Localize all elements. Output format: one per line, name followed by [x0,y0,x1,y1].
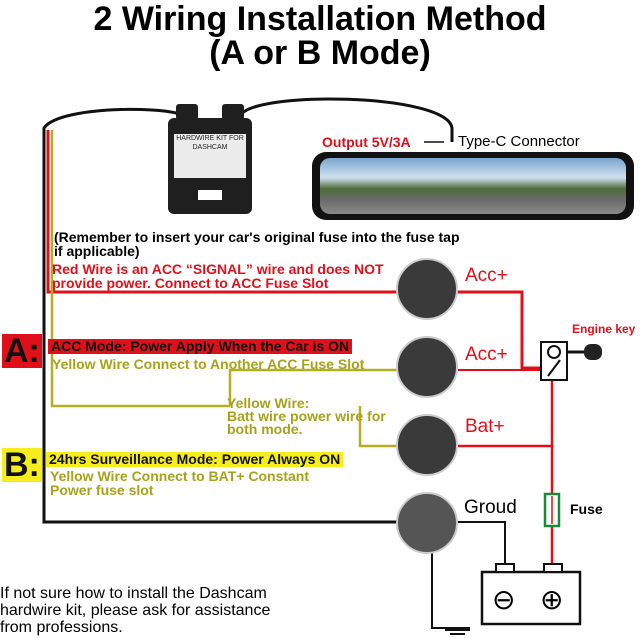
connector-label: Type-C Connector [458,133,580,150]
yellow-wire-bat [358,406,402,448]
footer-note-line2: hardwire kit, please ask for assistance [0,602,271,619]
mode-b-heading: 24hrs Surveillance Mode: Power Always ON [46,452,344,467]
diagram-title-line1: 2 Wiring Installation Method [93,0,547,38]
diagram-title-line2: (A or B Mode) [209,34,431,72]
mode-b-yellow-note-line1: Yellow Wire Connect to BAT+ Constant [50,468,310,484]
battery-plus-icon: ⊕ [540,584,564,615]
fuse-tap-acc1 [396,258,458,320]
fuse-label: Fuse [570,501,603,517]
ground-bolt [396,492,458,554]
engine-key-label: Engine key [572,322,636,336]
red-wire-note-line2: provide power. Connect to ACC Fuse Slot [52,275,329,291]
terminal-acc2: Acc+ [465,344,508,365]
fuse-reminder-line1: (Remember to insert your car's original … [54,229,460,245]
footer-note-line1: If not sure how to install the Dashcam [0,585,267,602]
engine-key-switch [540,341,568,381]
hardwire-module: HARDWIRE KIT FOR DASHCAM [168,104,252,214]
yellow-wire [50,130,230,408]
type-c-cable [238,97,454,142]
mode-a-letter: A: [2,332,42,370]
fuse-reminder-line2: if applicable) [54,243,140,259]
mirror-dashcam [312,152,634,220]
terminal-bat: Bat+ [465,416,505,437]
yellow-wire-note-line3: both mode. [227,421,303,437]
footer-note-line3: from professions. [0,619,123,636]
terminal-acc1: Acc+ [465,265,508,286]
red-wire [46,130,545,370]
mode-b-yellow-note-line2: Power fuse slot [50,482,154,498]
mode-a-yellow-note: Yellow Wire Connect to Another ACC Fuse … [52,356,365,372]
battery [480,570,582,626]
mode-a-heading: ACC Mode: Power Apply When the Car is ON [48,339,353,354]
module-label: HARDWIRE KIT FOR DASHCAM [176,135,244,151]
yellow-wire-note-line1: Yellow Wire: [227,395,310,411]
mode-b-letter: B: [2,446,42,484]
battery-minus-icon: ⊖ [492,584,516,615]
terminal-ground: Groud [464,497,517,518]
fuse-tap-acc2 [396,336,458,398]
yellow-wire-up [228,368,400,406]
red-wire-note-line1: Red Wire is an ACC “SIGNAL” wire and doe… [52,261,384,277]
yellow-wire-note-line2: Batt wire power wire for [227,408,386,424]
bat-wire [458,444,554,494]
fuse-tap-bat [396,414,458,476]
output-label: Output 5V/3A [322,134,411,150]
